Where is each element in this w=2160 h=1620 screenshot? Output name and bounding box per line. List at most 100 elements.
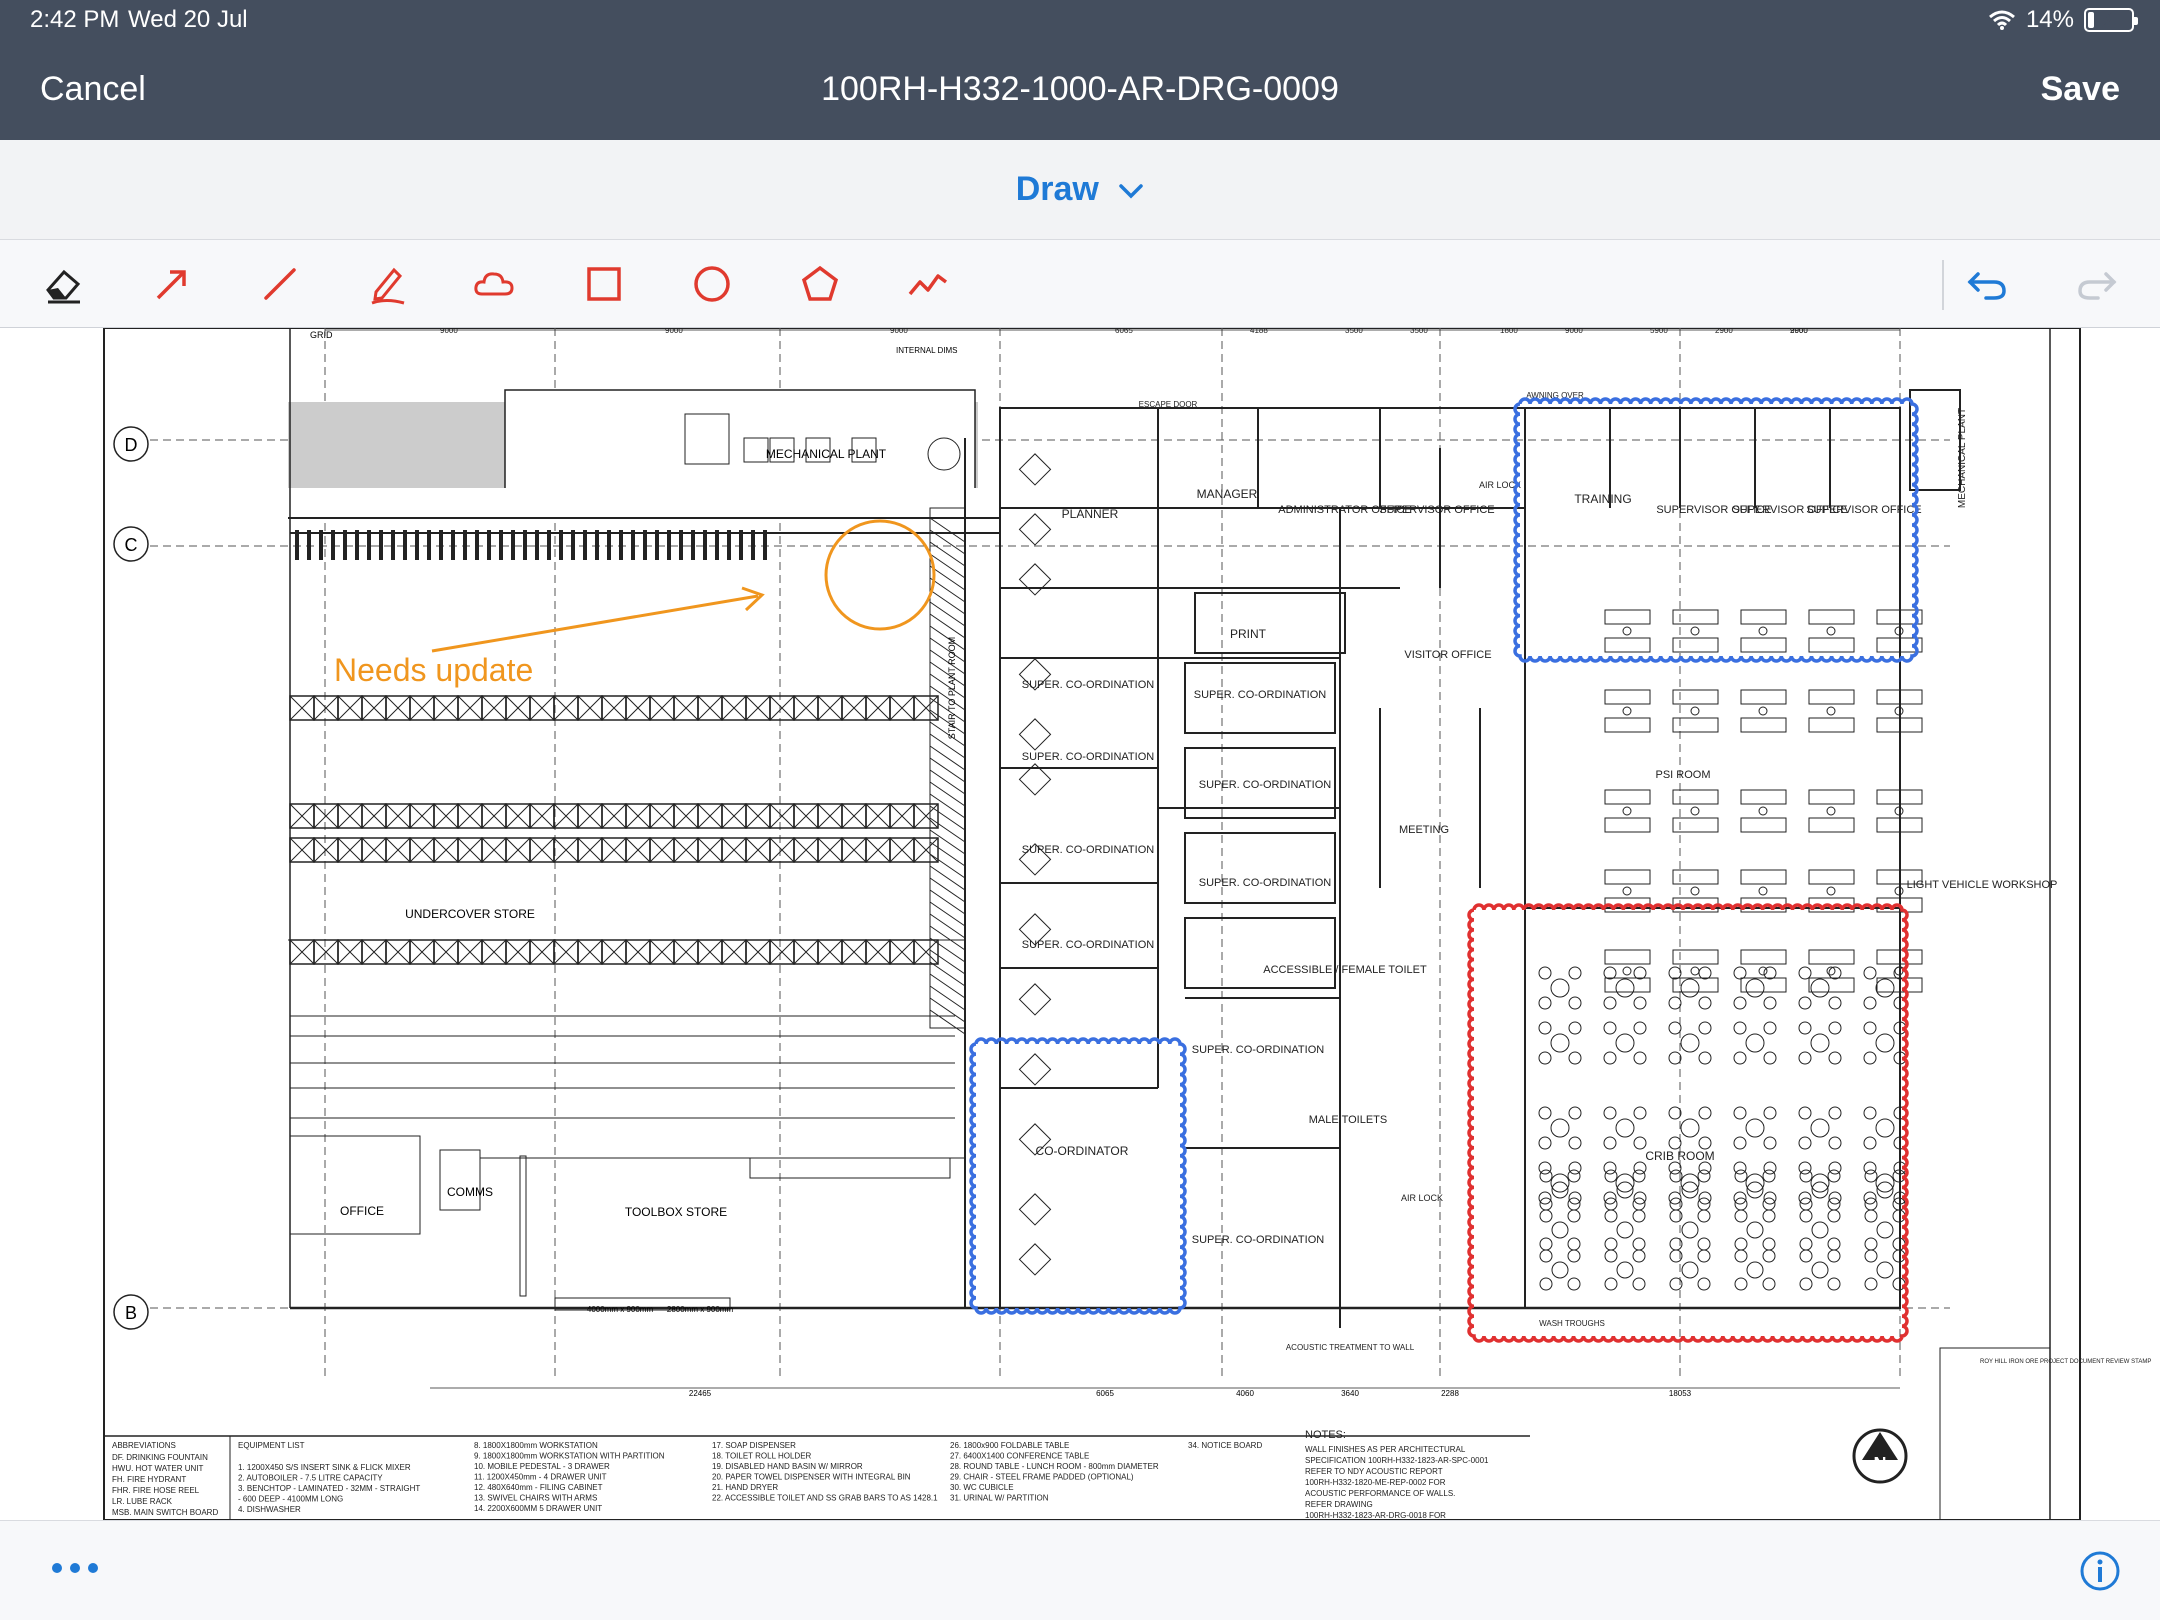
chair: [1734, 1209, 1748, 1223]
undo-button[interactable]: [1962, 258, 2014, 310]
needs-update-note[interactable]: Needs update: [334, 652, 533, 688]
red-cloud-markup-crib-room[interactable]: [1467, 903, 1909, 1343]
polyline-tool[interactable]: [902, 258, 954, 310]
circle-tool[interactable]: [686, 258, 738, 310]
chair: [1798, 996, 1812, 1010]
legend-text: REFER TO NDY ACOUSTIC REPORT: [1305, 1467, 1443, 1476]
stair-tread: [929, 745, 966, 771]
chair: [1827, 1249, 1841, 1263]
stair-tread: [929, 865, 966, 891]
legend-text: 26. 1800x900 FOLDABLE TABLE: [950, 1441, 1069, 1450]
round-table: [1745, 1118, 1765, 1138]
psi-desk: [1740, 977, 1787, 993]
chair: [1603, 966, 1617, 980]
chair: [1568, 1106, 1582, 1120]
rack-cross: [505, 803, 531, 829]
office-chair: [1018, 913, 1052, 946]
rectangle-icon: [587, 267, 621, 301]
psi-chair: [1826, 806, 1836, 816]
chair: [1567, 1237, 1581, 1251]
cancel-button[interactable]: Cancel: [40, 70, 146, 108]
chair: [1669, 1209, 1683, 1223]
wash-troughs-label: WASH TROUGHS: [1539, 1319, 1605, 1328]
psi-desk: [1604, 637, 1651, 653]
psi-chair: [1622, 806, 1632, 816]
pen-tool[interactable]: [362, 258, 414, 310]
legend-text: 21. HAND DRYER: [712, 1483, 778, 1492]
chair: [1568, 1136, 1582, 1150]
psi-desk: [1604, 789, 1651, 805]
line-tool[interactable]: [254, 258, 306, 310]
round-table: [1811, 1221, 1829, 1239]
chair: [1603, 1136, 1617, 1150]
arrow-tool[interactable]: [146, 258, 198, 310]
save-button[interactable]: Save: [2040, 70, 2120, 108]
chair: [1698, 1161, 1712, 1175]
orange-circle-markup[interactable]: [824, 519, 936, 631]
draw-mode-dropdown[interactable]: Draw: [0, 170, 2160, 209]
markup-annotations[interactable]: Needs update: [334, 397, 1919, 1343]
more-button[interactable]: [50, 1561, 100, 1580]
legend-text: WALL FINISHES AS PER ARCHITECTURAL: [1305, 1445, 1466, 1454]
cloud-tool[interactable]: [468, 258, 520, 310]
stair-tread: [929, 697, 966, 723]
polygon-tool[interactable]: [794, 258, 846, 310]
fence-post: [499, 530, 503, 560]
top-dim-value: 3500: [1410, 328, 1428, 335]
rectangle-tool[interactable]: [578, 258, 630, 310]
rack-cross: [889, 939, 915, 965]
chair: [1633, 1051, 1647, 1065]
rack-cross: [697, 837, 723, 863]
chair: [1733, 1106, 1747, 1120]
chair: [1864, 1209, 1878, 1223]
legend-text: 29. CHAIR - STEEL FRAME PADDED (OPTIONAL…: [950, 1473, 1134, 1482]
charging-icon: ⚡: [2100, 10, 2115, 32]
chair: [1604, 1169, 1618, 1183]
stair-tread: [929, 925, 966, 951]
orange-arrow-markup[interactable]: [431, 586, 765, 653]
top-dim-value: 5900: [1650, 328, 1668, 335]
super-coord-1-label: SUPER. CO-ORDINATION: [1022, 679, 1154, 691]
office-chair: [1018, 1243, 1052, 1276]
fence-post: [559, 530, 563, 560]
redo-button[interactable]: [2070, 258, 2122, 310]
fwb-2-label: 2800mm x 900mm: [667, 1305, 734, 1314]
rack-cross: [793, 803, 819, 829]
legend-text: REFER DRAWING: [1305, 1500, 1373, 1509]
psi-chair: [1826, 706, 1836, 716]
rack-cross: [625, 695, 651, 721]
co-ordinator-label: CO-ORDINATOR: [1036, 1144, 1129, 1158]
eraser-tool[interactable]: [38, 258, 90, 310]
rack-cross: [865, 695, 891, 721]
blue-cloud-markup-training[interactable]: [1513, 397, 1919, 663]
fence-post: [691, 530, 695, 560]
blue-cloud-markup-coordinator[interactable]: [969, 1037, 1187, 1315]
fence-row: [290, 530, 1000, 560]
status-date: Wed 20 Jul: [128, 6, 248, 33]
rack-cross: [601, 695, 627, 721]
mechanical-plant-label: MECHANICAL PLANT: [766, 447, 887, 461]
legend-text: 10. MOBILE PEDESTAL - 3 DRAWER: [474, 1462, 610, 1471]
info-button[interactable]: [2078, 1549, 2122, 1598]
round-table: [1810, 978, 1830, 998]
rack-cross: [673, 939, 699, 965]
rack-cross: [577, 837, 603, 863]
chair: [1864, 1277, 1878, 1291]
awning-over-label: AWNING OVER: [1526, 391, 1584, 400]
legend-text: FH. FIRE HYDRANT: [112, 1475, 186, 1484]
chair: [1828, 966, 1842, 980]
psi-desk: [1808, 609, 1855, 625]
equipment-title: EQUIPMENT LIST: [238, 1441, 305, 1450]
rack-cross: [769, 803, 795, 829]
top-dim-value: 9000: [1565, 328, 1583, 335]
rack-cross: [289, 695, 315, 721]
rack-cross: [745, 939, 771, 965]
office-chair: [1018, 718, 1052, 751]
supervisor-office-3-label: SUPERVISOR OFFICE: [1806, 504, 1921, 516]
chair: [1539, 1237, 1553, 1251]
fence-post: [703, 530, 707, 560]
nav-bar: Cancel 100RH-H332-1000-AR-DRG-0009 Save: [0, 40, 2160, 140]
chair: [1568, 1191, 1582, 1205]
